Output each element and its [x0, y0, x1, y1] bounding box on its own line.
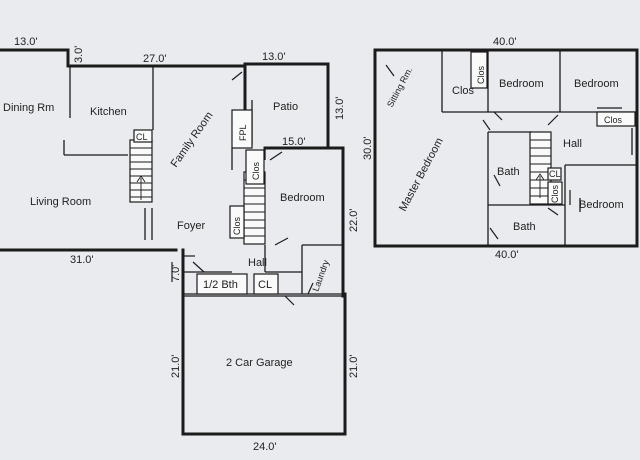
closet-c-box	[596, 111, 636, 127]
room-bath-1: Bath	[497, 166, 520, 178]
room-hall-first: Hall	[248, 257, 267, 269]
closet-a-label: Clos	[476, 65, 486, 84]
room-bedroom-3: Bedroom	[579, 199, 624, 211]
room-bath-2: Bath	[513, 221, 536, 233]
kitchen-stairs	[129, 139, 153, 203]
dim-offset: 3.0'	[73, 46, 85, 63]
closet-d-box	[547, 181, 563, 205]
dim-garage-width: 24.0'	[253, 441, 277, 453]
dim-garage-left: 21.0'	[170, 354, 182, 378]
room-family: Family Room	[169, 110, 216, 170]
fireplace-label: FPL	[238, 124, 248, 141]
door-marks	[171, 71, 314, 306]
dim-first-width: 31.0'	[70, 254, 94, 266]
cl-label: CL	[549, 169, 561, 179]
room-laundry: Laundry	[310, 258, 331, 292]
closet-c-label: Clos	[604, 115, 623, 125]
fireplace	[231, 109, 253, 149]
closet-label-stairs: Clos	[251, 161, 261, 180]
room-dining: Dining Rm	[3, 102, 54, 114]
cl-box	[547, 167, 562, 181]
room-foyer: Foyer	[177, 220, 205, 232]
dim-bedroom: 15.0'	[282, 136, 306, 148]
closet-a-box	[470, 51, 488, 89]
stair-closet-box	[245, 149, 265, 185]
foyer-closet	[229, 205, 245, 239]
room-hall-second: Hall	[563, 138, 582, 150]
room-bedroom-2: Bedroom	[574, 78, 619, 90]
dim-patio-width: 13.0'	[262, 51, 286, 63]
closet-label-foyer: Clos	[232, 216, 242, 235]
room-bedroom-first: Bedroom	[280, 192, 325, 204]
room-bedroom-1: Bedroom	[499, 78, 544, 90]
room-living: Living Room	[30, 196, 91, 208]
dim-garage-right: 21.0'	[348, 354, 360, 378]
room-kitchen: Kitchen	[90, 106, 127, 118]
hall-closet	[253, 273, 279, 295]
second-door-marks	[385, 64, 571, 240]
dim-top-left: 13.0'	[14, 36, 38, 48]
half-bath-label: 1/2 Bth	[203, 279, 238, 291]
dim-second-top: 40.0'	[493, 36, 517, 48]
dim-first-depth: 22.0'	[348, 208, 360, 232]
room-garage: 2 Car Garage	[226, 357, 293, 369]
dim-kitchen: 27.0'	[143, 53, 167, 65]
dim-foyer: 7.0'	[170, 265, 182, 282]
half-bath	[196, 273, 248, 295]
closet-d-label: Clos	[550, 184, 560, 203]
room-sitting: Sitting Rm.	[385, 65, 414, 109]
room-closet-b: Clos	[452, 85, 475, 97]
dim-second-depth: 30.0'	[362, 136, 374, 160]
room-master: Master Bedroom	[397, 136, 446, 213]
hall-closet-label: CL	[258, 279, 272, 291]
dim-second-bottom: 40.0'	[495, 249, 519, 261]
stair-closet-label: CL	[136, 132, 148, 142]
room-patio: Patio	[273, 101, 298, 113]
stair-closet	[133, 129, 153, 143]
dim-patio-depth: 13.0'	[334, 96, 346, 120]
